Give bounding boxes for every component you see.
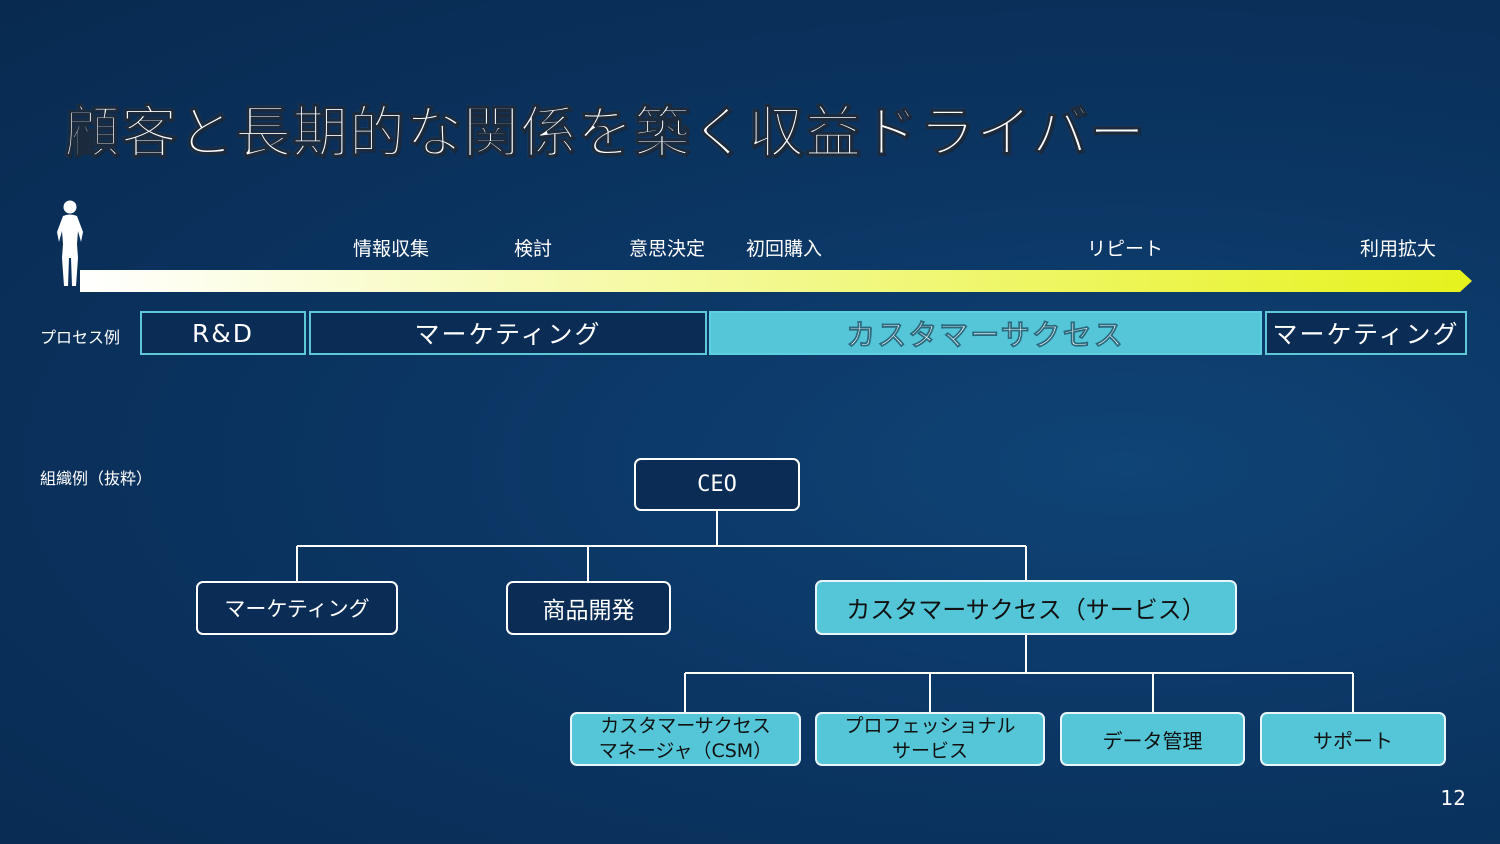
slide-title: 顧客と長期的な関係を築く収益ドライバー (63, 100, 1146, 166)
page-number: 12 (1440, 786, 1466, 810)
org-node-csm: カスタマーサクセス マネージャ（CSM） (570, 712, 801, 766)
stage-info-gathering: 情報収集 (353, 238, 430, 260)
process-rnd: R&D (140, 311, 306, 355)
process-marketing-expansion: マーケティング (1265, 311, 1467, 355)
org-node-support: サポート (1260, 712, 1446, 766)
stage-expansion: 利用拡大 (1360, 238, 1437, 260)
customer-silhouette-icon (57, 200, 83, 286)
process-example-label: プロセス例 (40, 328, 121, 347)
stage-decision: 意思決定 (629, 238, 706, 260)
org-node-customer-success-service: カスタマーサクセス（サービス） (815, 580, 1237, 635)
customer-journey-arrow (80, 270, 1472, 292)
stage-consideration: 検討 (514, 238, 553, 260)
process-marketing: マーケティング (309, 311, 707, 355)
ps-label-line1: プロフェッショナル (844, 715, 1016, 737)
csm-label-line2: マネージャ（CSM） (598, 740, 773, 762)
org-example-label: 組織例（抜粋） (40, 469, 153, 488)
org-node-data-management: データ管理 (1060, 712, 1245, 766)
csm-label-line1: カスタマーサクセス (600, 715, 771, 737)
process-customer-success: カスタマーサクセス (709, 311, 1262, 355)
org-node-marketing: マーケティング (196, 581, 398, 635)
stage-first-purchase: 初回購入 (746, 238, 823, 260)
ps-label-line2: サービス (891, 740, 968, 762)
org-node-ceo: CEO (634, 458, 800, 511)
stage-repeat: リピート (1087, 238, 1164, 260)
org-node-product-development: 商品開発 (506, 581, 671, 635)
org-node-professional-services: プロフェッショナル サービス (815, 712, 1045, 766)
